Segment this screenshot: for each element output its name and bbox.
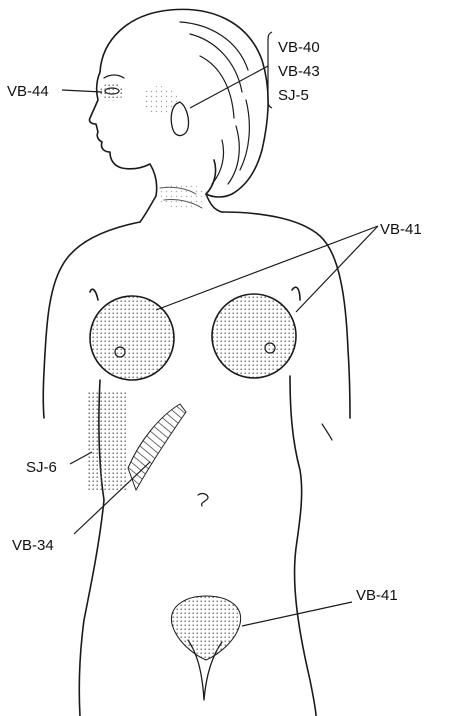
neck-shade [156, 184, 208, 208]
label-vb43: VB-43 [278, 64, 320, 79]
neck-front [140, 196, 156, 222]
label-sj5: SJ-5 [278, 88, 309, 103]
label-vb34: VB-34 [12, 538, 54, 553]
leader-vb40-group [190, 66, 268, 108]
label-sj6: SJ-6 [26, 460, 57, 475]
breast-left [90, 296, 174, 380]
face-shading [100, 83, 208, 208]
left-armpit [90, 289, 98, 300]
pubic-shade [171, 596, 240, 660]
label-vb41-pubic: VB-41 [356, 588, 398, 603]
label-vb40: VB-40 [278, 40, 320, 55]
leader-vb41-right [296, 226, 378, 312]
navel [198, 494, 208, 506]
label-vb41-chest: VB-41 [380, 222, 422, 237]
sj6-zone [86, 392, 126, 492]
temple-shade [142, 86, 178, 114]
breast-right [212, 294, 296, 378]
vb44-point-shade [100, 83, 124, 101]
eyebrow [104, 75, 124, 78]
right-armpit [292, 287, 300, 300]
elbow-mark [322, 424, 332, 440]
right-flank [290, 376, 316, 716]
side-zones [86, 392, 186, 492]
label-vb44: VB-44 [7, 84, 49, 99]
pubic-zone [171, 596, 240, 660]
breasts [90, 294, 296, 380]
leader-bracket [268, 32, 272, 108]
vb34-zone [128, 404, 186, 490]
